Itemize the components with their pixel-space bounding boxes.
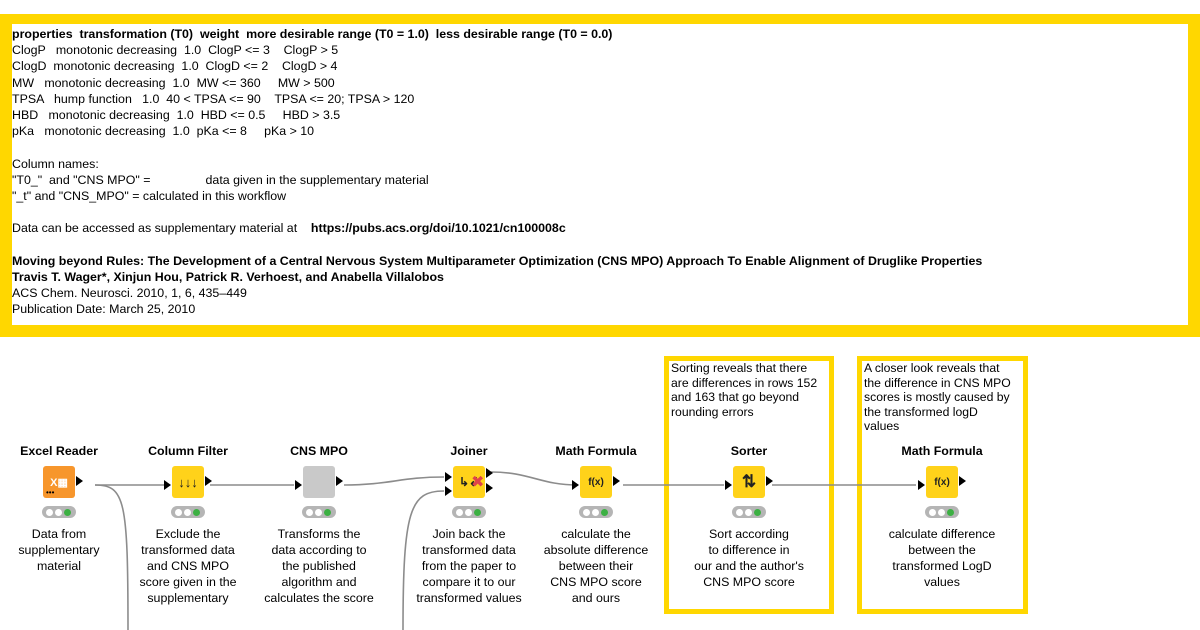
math-formula-icon[interactable]: f(x) (580, 466, 612, 498)
property-row-hbd: HBD monotonic decreasing 1.0 HBD <= 0.5 … (12, 108, 341, 123)
status-lights (925, 506, 959, 518)
node-description: Data from supplementary material (18, 527, 100, 573)
node-title: Column Filter (148, 444, 228, 458)
node-description: Transforms the data according to the pub… (264, 527, 374, 605)
input-port-left[interactable] (445, 472, 452, 482)
input-port[interactable] (572, 480, 579, 490)
output-port[interactable] (613, 476, 620, 486)
sorter-icon[interactable]: ⇅ (733, 466, 765, 498)
input-port[interactable] (164, 480, 171, 490)
node-title: Joiner (450, 444, 488, 458)
connection-excel-to-joiner (94, 484, 129, 630)
annotation-text: Sorting reveals that there are differenc… (671, 361, 818, 419)
connection-cnsmpo-to-joiner (343, 476, 445, 486)
column-names-line-1: "T0_" and "CNS MPO" = data given in the … (12, 172, 429, 187)
math-formula-icon[interactable]: f(x) (926, 466, 958, 498)
property-row-clogd: ClogD monotonic decreasing 1.0 ClogD <= … (12, 59, 338, 74)
output-port[interactable] (336, 476, 343, 486)
property-row-pka: pKa monotonic decreasing 1.0 pKa <= 8 pK… (12, 124, 315, 139)
input-port[interactable] (918, 480, 925, 490)
input-port[interactable] (725, 480, 732, 490)
input-port[interactable] (295, 480, 302, 490)
status-lights (302, 506, 336, 518)
input-port-right[interactable] (445, 486, 452, 496)
node-title: Sorter (730, 444, 768, 458)
paper-journal: ACS Chem. Neurosci. 2010, 1, 6, 435–449 (12, 286, 247, 301)
status-lights (732, 506, 766, 518)
properties-table-header: properties transformation (T0) weight mo… (12, 27, 613, 41)
column-filter-icon[interactable]: ↓↓↓ (172, 466, 204, 498)
output-port-top[interactable] (486, 468, 493, 478)
connection-into-joiner-bottom (402, 490, 445, 630)
output-port[interactable] (766, 476, 773, 486)
access-text: Data can be accessed as supplementary ma… (12, 221, 311, 236)
node-description: Join back the transformed data from the … (416, 527, 522, 605)
node-description: calculate difference between the transfo… (888, 527, 996, 589)
annotation-text: properties transformation (T0) weight mo… (12, 26, 982, 318)
property-row-mw: MW monotonic decreasing 1.0 MW <= 360 MW… (12, 75, 335, 90)
output-port-bottom[interactable] (486, 483, 493, 493)
connection-joiner-to-mathformula (490, 471, 579, 486)
node-description: Sort according to difference in our and … (694, 527, 804, 589)
workflow-annotation-properties[interactable]: properties transformation (T0) weight mo… (0, 14, 1200, 337)
paper-authors: Travis T. Wager*, Xinjun Hou, Patrick R.… (12, 270, 444, 285)
node-title: CNS MPO (290, 444, 348, 458)
joiner-icon[interactable]: ↳↲✖ (453, 466, 485, 498)
status-lights (452, 506, 486, 518)
paper-pub-date: Publication Date: March 25, 2010 (12, 302, 196, 317)
node-title: Math Formula (901, 444, 983, 458)
column-names-line-2: "_t" and "CNS_MPO" = calculated in this … (12, 189, 287, 204)
annotation-text: A closer look reveals that the differenc… (864, 361, 1011, 434)
status-lights (42, 506, 76, 518)
output-port[interactable] (76, 476, 83, 486)
status-lights (579, 506, 613, 518)
property-row-clogp: ClogP monotonic decreasing 1.0 ClogP <= … (12, 43, 339, 58)
output-port[interactable] (205, 476, 212, 486)
paper-title: Moving beyond Rules: The Development of … (12, 253, 983, 268)
node-description: calculate the absolute difference betwee… (543, 527, 649, 605)
node-description: Exclude the transformed data and CNS MPO… (139, 527, 237, 605)
node-title: Math Formula (555, 444, 637, 458)
status-lights (171, 506, 205, 518)
property-row-tpsa: TPSA hump function 1.0 40 < TPSA <= 90 T… (12, 91, 415, 106)
column-names-title: Column names: (12, 156, 99, 171)
access-url-link[interactable]: https://pubs.acs.org/doi/10.1021/cn10000… (310, 221, 566, 236)
output-port[interactable] (959, 476, 966, 486)
excel-reader-icon[interactable]: X▦••• (43, 466, 75, 498)
node-title: Excel Reader (20, 444, 98, 458)
metanode-icon[interactable] (303, 466, 335, 498)
